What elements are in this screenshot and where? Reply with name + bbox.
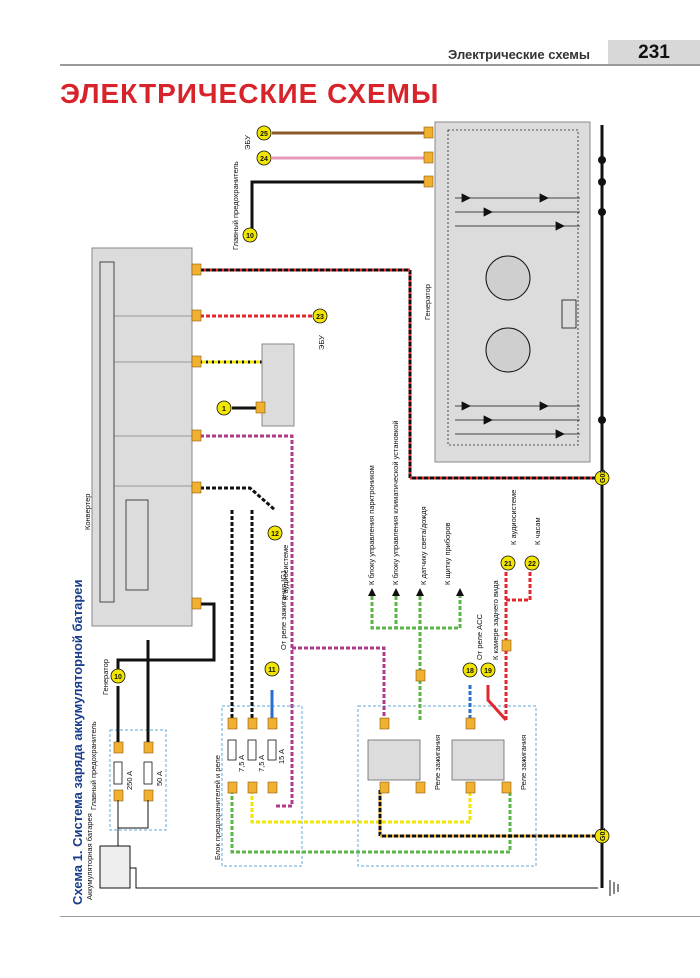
wire-green-branch [370, 596, 462, 630]
page-header: Электрические схемы 231 [0, 0, 700, 68]
node-25-label: 25 [260, 131, 268, 138]
node-10-left-label: 10 [114, 674, 122, 681]
wire-yellow-bus [250, 790, 472, 824]
from-relay-ig1-label: От реле зажигания IG1 [279, 570, 288, 650]
section-title: Электрические схемы [448, 47, 590, 62]
node-10-label: 10 [246, 233, 254, 240]
node-24-label: 24 [260, 156, 268, 163]
node-24 [256, 150, 272, 166]
main-fuse-left-label: Главный предохранитель [89, 721, 98, 810]
relay-block [357, 705, 537, 867]
ground-node-g01-label: G01 [600, 828, 607, 841]
rectifier-diodes-bottom [455, 401, 580, 439]
node-12-label: 12 [271, 531, 279, 538]
node-23 [312, 308, 328, 324]
wire-pink-ig [200, 434, 294, 808]
to-clock-label: К часам [533, 517, 542, 545]
fuse-block-label: Блок предохранителей и реле [213, 755, 222, 860]
fuse-250 [113, 761, 123, 785]
wire-red-19 [486, 685, 508, 722]
stator-coil-1 [485, 255, 531, 301]
node-21 [500, 555, 516, 571]
generator-label: Генератор [423, 284, 432, 320]
rectifier-diodes-top [455, 193, 580, 231]
node-23-label: 23 [316, 314, 324, 321]
converter-element [125, 499, 149, 591]
fuse-15: 15 A [277, 749, 286, 764]
connectors-lower [113, 639, 512, 802]
to-climate-label: К блоку управления климатической установ… [391, 420, 400, 585]
battery [99, 845, 131, 889]
converter-bar [99, 261, 115, 603]
node-18-label: 18 [466, 668, 474, 675]
node-22 [524, 555, 540, 571]
generator-left-label: Генератор [101, 659, 110, 695]
arrows-green [368, 588, 464, 596]
wire-black-g01-stripe [378, 790, 598, 838]
main-title: ЭЛЕКТРИЧЕСКИЕ СХЕМЫ [60, 78, 440, 109]
page-number: 231 [608, 40, 700, 66]
node-12 [267, 525, 283, 541]
node-11 [264, 661, 280, 677]
to-rear-camera-label: К камере заднего вида [491, 580, 500, 660]
footer-divider [60, 916, 700, 917]
node-18 [462, 662, 478, 678]
wire-black-g01 [378, 790, 598, 838]
fuse-250-label: 250 A [125, 771, 134, 790]
wire-black-gen [116, 602, 216, 676]
ecu-top-label: ЭБУ [243, 135, 252, 150]
fuse-50 [143, 761, 153, 785]
battery-label: Аккумуляторная батарея [85, 813, 94, 900]
node-21-label: 21 [504, 561, 512, 568]
node-22-label: 22 [528, 561, 536, 568]
wire-black-g03 [200, 268, 598, 480]
node-10 [242, 227, 258, 243]
main-fuse-top-label: Главный предохранитель [231, 161, 240, 250]
fuse-50-label: 50 A [155, 771, 164, 786]
battery-ground-wire [130, 867, 598, 889]
to-light-rain-label: К датчику света/дождя [419, 506, 428, 585]
ignition-relay-1-label: Реле зажигания [433, 735, 442, 790]
ground-node-g03 [594, 470, 610, 486]
main-fuse-box [109, 729, 167, 831]
wire-red-21-22 [504, 572, 532, 720]
node-25 [256, 125, 272, 141]
to-audio2-label: К аудиосистеме [509, 490, 518, 545]
field-winding [561, 299, 577, 329]
fuse-7-5-b: 7,5 A [257, 755, 266, 772]
chassis-ground-icon [609, 880, 619, 896]
node-1-label: 1 [222, 406, 226, 413]
fuses-block [227, 739, 277, 761]
wire-black-main-fuse [250, 180, 425, 232]
converter-label: Конвертер [83, 494, 92, 530]
converter-box [91, 247, 193, 627]
fuse-7-5-a: 7,5 A [237, 755, 246, 772]
to-audio-label: К аудиосистеме [281, 545, 290, 600]
small-module [261, 343, 295, 427]
wire-pink-relay [292, 646, 386, 720]
generator-inner-frame [447, 129, 579, 446]
to-parktronic-label: К блоку управления парктроником [367, 465, 376, 585]
connectors-top [423, 126, 434, 188]
node-10-left [110, 668, 126, 684]
node-11-label: 11 [268, 667, 276, 674]
ignition-relay-2-label: Реле зажигания [519, 735, 528, 790]
from-relay-acc-label: От реле ACC [475, 614, 484, 660]
fuse-relay-block [221, 705, 303, 867]
ecu-mid-label: ЭБУ [317, 335, 326, 350]
node-19 [480, 662, 496, 678]
ground-node-g03-label: G03 [600, 470, 607, 483]
ground-node-g01 [594, 828, 610, 844]
ignition-relay-2 [451, 739, 505, 781]
header-divider [60, 64, 700, 66]
wire-black-12 [200, 486, 276, 512]
to-dashboard-label: К щитку приборов [443, 522, 452, 585]
node-1 [216, 400, 232, 416]
node-19-label: 19 [484, 668, 492, 675]
stator-coil-2 [485, 327, 531, 373]
connectors-converter [191, 263, 266, 610]
wire-green-bus [230, 790, 512, 854]
ignition-relay-1 [367, 739, 421, 781]
